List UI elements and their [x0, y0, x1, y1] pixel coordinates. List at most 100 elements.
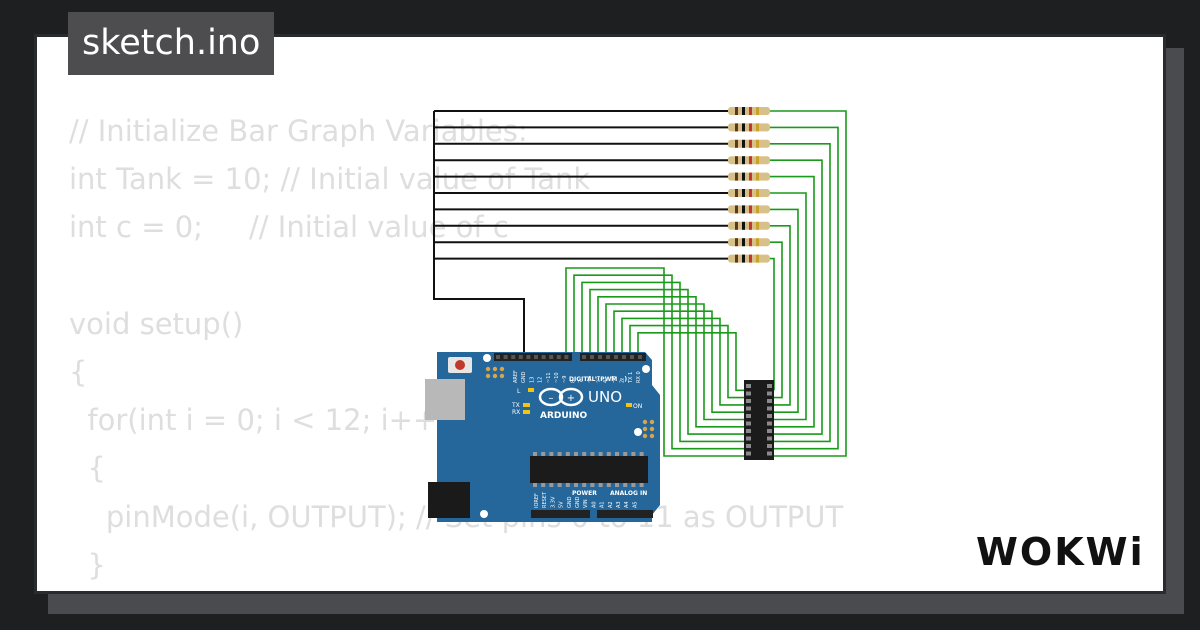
- bar-graph-pins: [746, 384, 772, 456]
- icsp-header-2: [642, 419, 655, 439]
- chip-pin: [557, 452, 562, 456]
- on-label: ON: [633, 403, 642, 410]
- reset-button-cap: [455, 360, 465, 370]
- bar-graph-pin: [746, 436, 751, 441]
- resistor-band: [749, 238, 752, 247]
- bar-graph-pin: [767, 406, 772, 411]
- header-pin-hole: [590, 355, 594, 359]
- resistor-band: [749, 205, 752, 214]
- pin-label: GND: [521, 371, 527, 383]
- icsp-pin: [499, 373, 505, 379]
- code-line: }: [69, 547, 106, 582]
- svg-text:+: +: [567, 393, 575, 404]
- bar-graph-pin: [767, 436, 772, 441]
- board-model: UNO: [588, 388, 622, 406]
- pin-label: 8: [570, 380, 576, 383]
- header-analog: [597, 510, 653, 518]
- signal-wire-board: [597, 295, 744, 428]
- resistor-band: [756, 172, 759, 181]
- icsp-pin: [649, 433, 655, 439]
- header-pin-hole: [614, 355, 618, 359]
- resistor-band: [735, 221, 738, 230]
- bar-graph-display[interactable]: [744, 380, 774, 460]
- icsp-pin: [642, 433, 648, 439]
- code-line: void setup(): [69, 306, 244, 341]
- header-pin-hole: [511, 355, 516, 359]
- chip-pin: [639, 452, 644, 456]
- code-line: // Initialize Bar Graph Variables:: [69, 114, 528, 148]
- header-pin-hole: [630, 355, 634, 359]
- header-pin-hole: [541, 355, 546, 359]
- chip-pin: [533, 452, 537, 456]
- pin-label: IOREF: [534, 493, 540, 508]
- chip-pin: [623, 483, 628, 487]
- pin-label: ~5: [595, 376, 601, 383]
- code-line: {: [69, 451, 106, 486]
- signal-wire-resistor: [770, 192, 807, 421]
- arduino-board[interactable]: – + ARDUINO UNO DIGITAL (PWM ~) POWER AN…: [425, 352, 660, 522]
- resistor-array[interactable]: [728, 107, 770, 263]
- chip-pin: [541, 452, 546, 456]
- file-name-tab[interactable]: sketch.ino: [68, 12, 275, 75]
- power-jack: [428, 482, 470, 518]
- bar-graph-pin: [767, 384, 772, 388]
- resistor-band: [742, 156, 745, 165]
- on-led: [626, 403, 632, 407]
- chip-pin: [565, 483, 570, 487]
- pin-label: ~3: [611, 376, 617, 383]
- pin-label: 2: [620, 380, 626, 383]
- header-digital-high: [494, 353, 572, 361]
- resistor-band: [735, 238, 738, 247]
- power-header-label: POWER: [572, 490, 597, 497]
- chip-pin: [598, 483, 603, 487]
- bar-graph-pin: [746, 429, 751, 433]
- mount-hole: [634, 428, 642, 436]
- header-pin-hole: [638, 355, 642, 359]
- icsp-pin: [649, 419, 655, 425]
- resistor-band: [756, 254, 759, 263]
- pin-label: ~9: [562, 376, 568, 383]
- resistor-band: [735, 156, 738, 165]
- header-pin-hole: [534, 355, 538, 359]
- icsp-header: [485, 366, 505, 379]
- pin-label: 3.3V: [550, 496, 556, 508]
- resistor-band: [749, 107, 752, 115]
- resistor-band: [756, 139, 759, 148]
- atmega-chip: [530, 456, 648, 483]
- analog-header-label: ANALOG IN: [610, 490, 647, 497]
- signal-wire-resistor: [770, 159, 823, 435]
- signal-wire-board: [637, 331, 744, 392]
- pin-label: AREF: [513, 370, 519, 383]
- chip-pin: [606, 452, 611, 456]
- bar-graph-pin: [746, 384, 751, 388]
- ground-wires: [433, 110, 728, 356]
- resistor-band: [756, 189, 759, 197]
- tx-led: [523, 403, 530, 407]
- pin-label: A5: [632, 501, 638, 508]
- resistor-band: [749, 139, 752, 148]
- chip-pin: [574, 452, 578, 456]
- pin-label: A2: [608, 501, 614, 508]
- resistor-band: [742, 139, 745, 148]
- header-pin-hole: [518, 355, 523, 359]
- signal-wire-board: [573, 274, 744, 450]
- chip-pin: [590, 452, 595, 456]
- signal-wire-board: [629, 324, 744, 399]
- chip-pin: [639, 483, 644, 487]
- resistor-band: [756, 156, 759, 165]
- resistor-band: [749, 172, 752, 181]
- chip-pin: [582, 483, 587, 487]
- signal-wire-resistor: [770, 257, 775, 391]
- bar-graph-pin: [767, 414, 772, 418]
- chip-pin: [631, 452, 636, 456]
- pin-label: A0: [591, 501, 597, 508]
- icsp-pin: [485, 373, 491, 379]
- bar-graph-pin: [746, 406, 751, 411]
- bar-graph-pin: [767, 444, 772, 448]
- resistor-band: [749, 189, 752, 197]
- resistor-band: [735, 254, 738, 263]
- rx-led: [523, 410, 530, 414]
- resistor-band: [749, 254, 752, 263]
